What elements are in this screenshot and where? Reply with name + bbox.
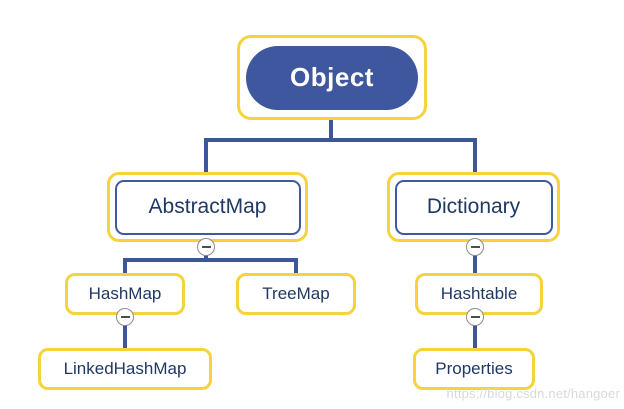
connector-main-branch bbox=[204, 138, 477, 142]
minus-glyph bbox=[201, 246, 211, 248]
connector-drop-hashmap bbox=[123, 258, 127, 275]
node-object-label: Object bbox=[290, 62, 374, 92]
connector-abstractmap-branch bbox=[123, 258, 298, 262]
node-abstractmap[interactable]: AbstractMap bbox=[107, 172, 308, 242]
connector-drop-dictionary bbox=[473, 138, 477, 174]
watermark: https://blog.csdn.net/hangoer bbox=[446, 386, 620, 401]
node-properties[interactable]: Properties bbox=[413, 348, 535, 390]
minus-glyph bbox=[470, 246, 480, 248]
node-abstractmap-label: AbstractMap bbox=[148, 195, 267, 218]
node-linkedhashmap-label: LinkedHashMap bbox=[63, 359, 187, 378]
collapse-icon-hashtable[interactable] bbox=[466, 308, 484, 326]
node-object-pill: Object bbox=[246, 45, 418, 110]
connector-hashmap-stem bbox=[123, 324, 127, 350]
node-abstractmap-frame: AbstractMap bbox=[114, 179, 301, 235]
node-dictionary[interactable]: Dictionary bbox=[387, 172, 560, 242]
minus-glyph bbox=[470, 316, 480, 318]
node-hashmap-label: HashMap bbox=[88, 284, 162, 303]
node-treemap-label: TreeMap bbox=[262, 284, 330, 303]
connector-object-stem bbox=[329, 110, 333, 140]
minus-glyph bbox=[120, 316, 130, 318]
node-dictionary-frame: Dictionary bbox=[394, 179, 553, 235]
connector-hashtable-stem bbox=[473, 324, 477, 350]
collapse-icon-dictionary[interactable] bbox=[466, 238, 484, 256]
node-dictionary-label: Dictionary bbox=[426, 195, 521, 218]
node-properties-label: Properties bbox=[435, 359, 513, 378]
collapse-icon-abstractmap[interactable] bbox=[197, 238, 215, 256]
node-treemap[interactable]: TreeMap bbox=[236, 273, 356, 315]
node-hashtable-label: Hashtable bbox=[440, 284, 518, 303]
connector-drop-abstractmap bbox=[204, 138, 208, 174]
collapse-icon-hashmap[interactable] bbox=[116, 308, 134, 326]
node-linkedhashmap[interactable]: LinkedHashMap bbox=[38, 348, 212, 390]
connector-drop-treemap bbox=[294, 258, 298, 275]
connector-dictionary-stem bbox=[473, 254, 477, 275]
node-object[interactable]: Object bbox=[237, 35, 427, 120]
